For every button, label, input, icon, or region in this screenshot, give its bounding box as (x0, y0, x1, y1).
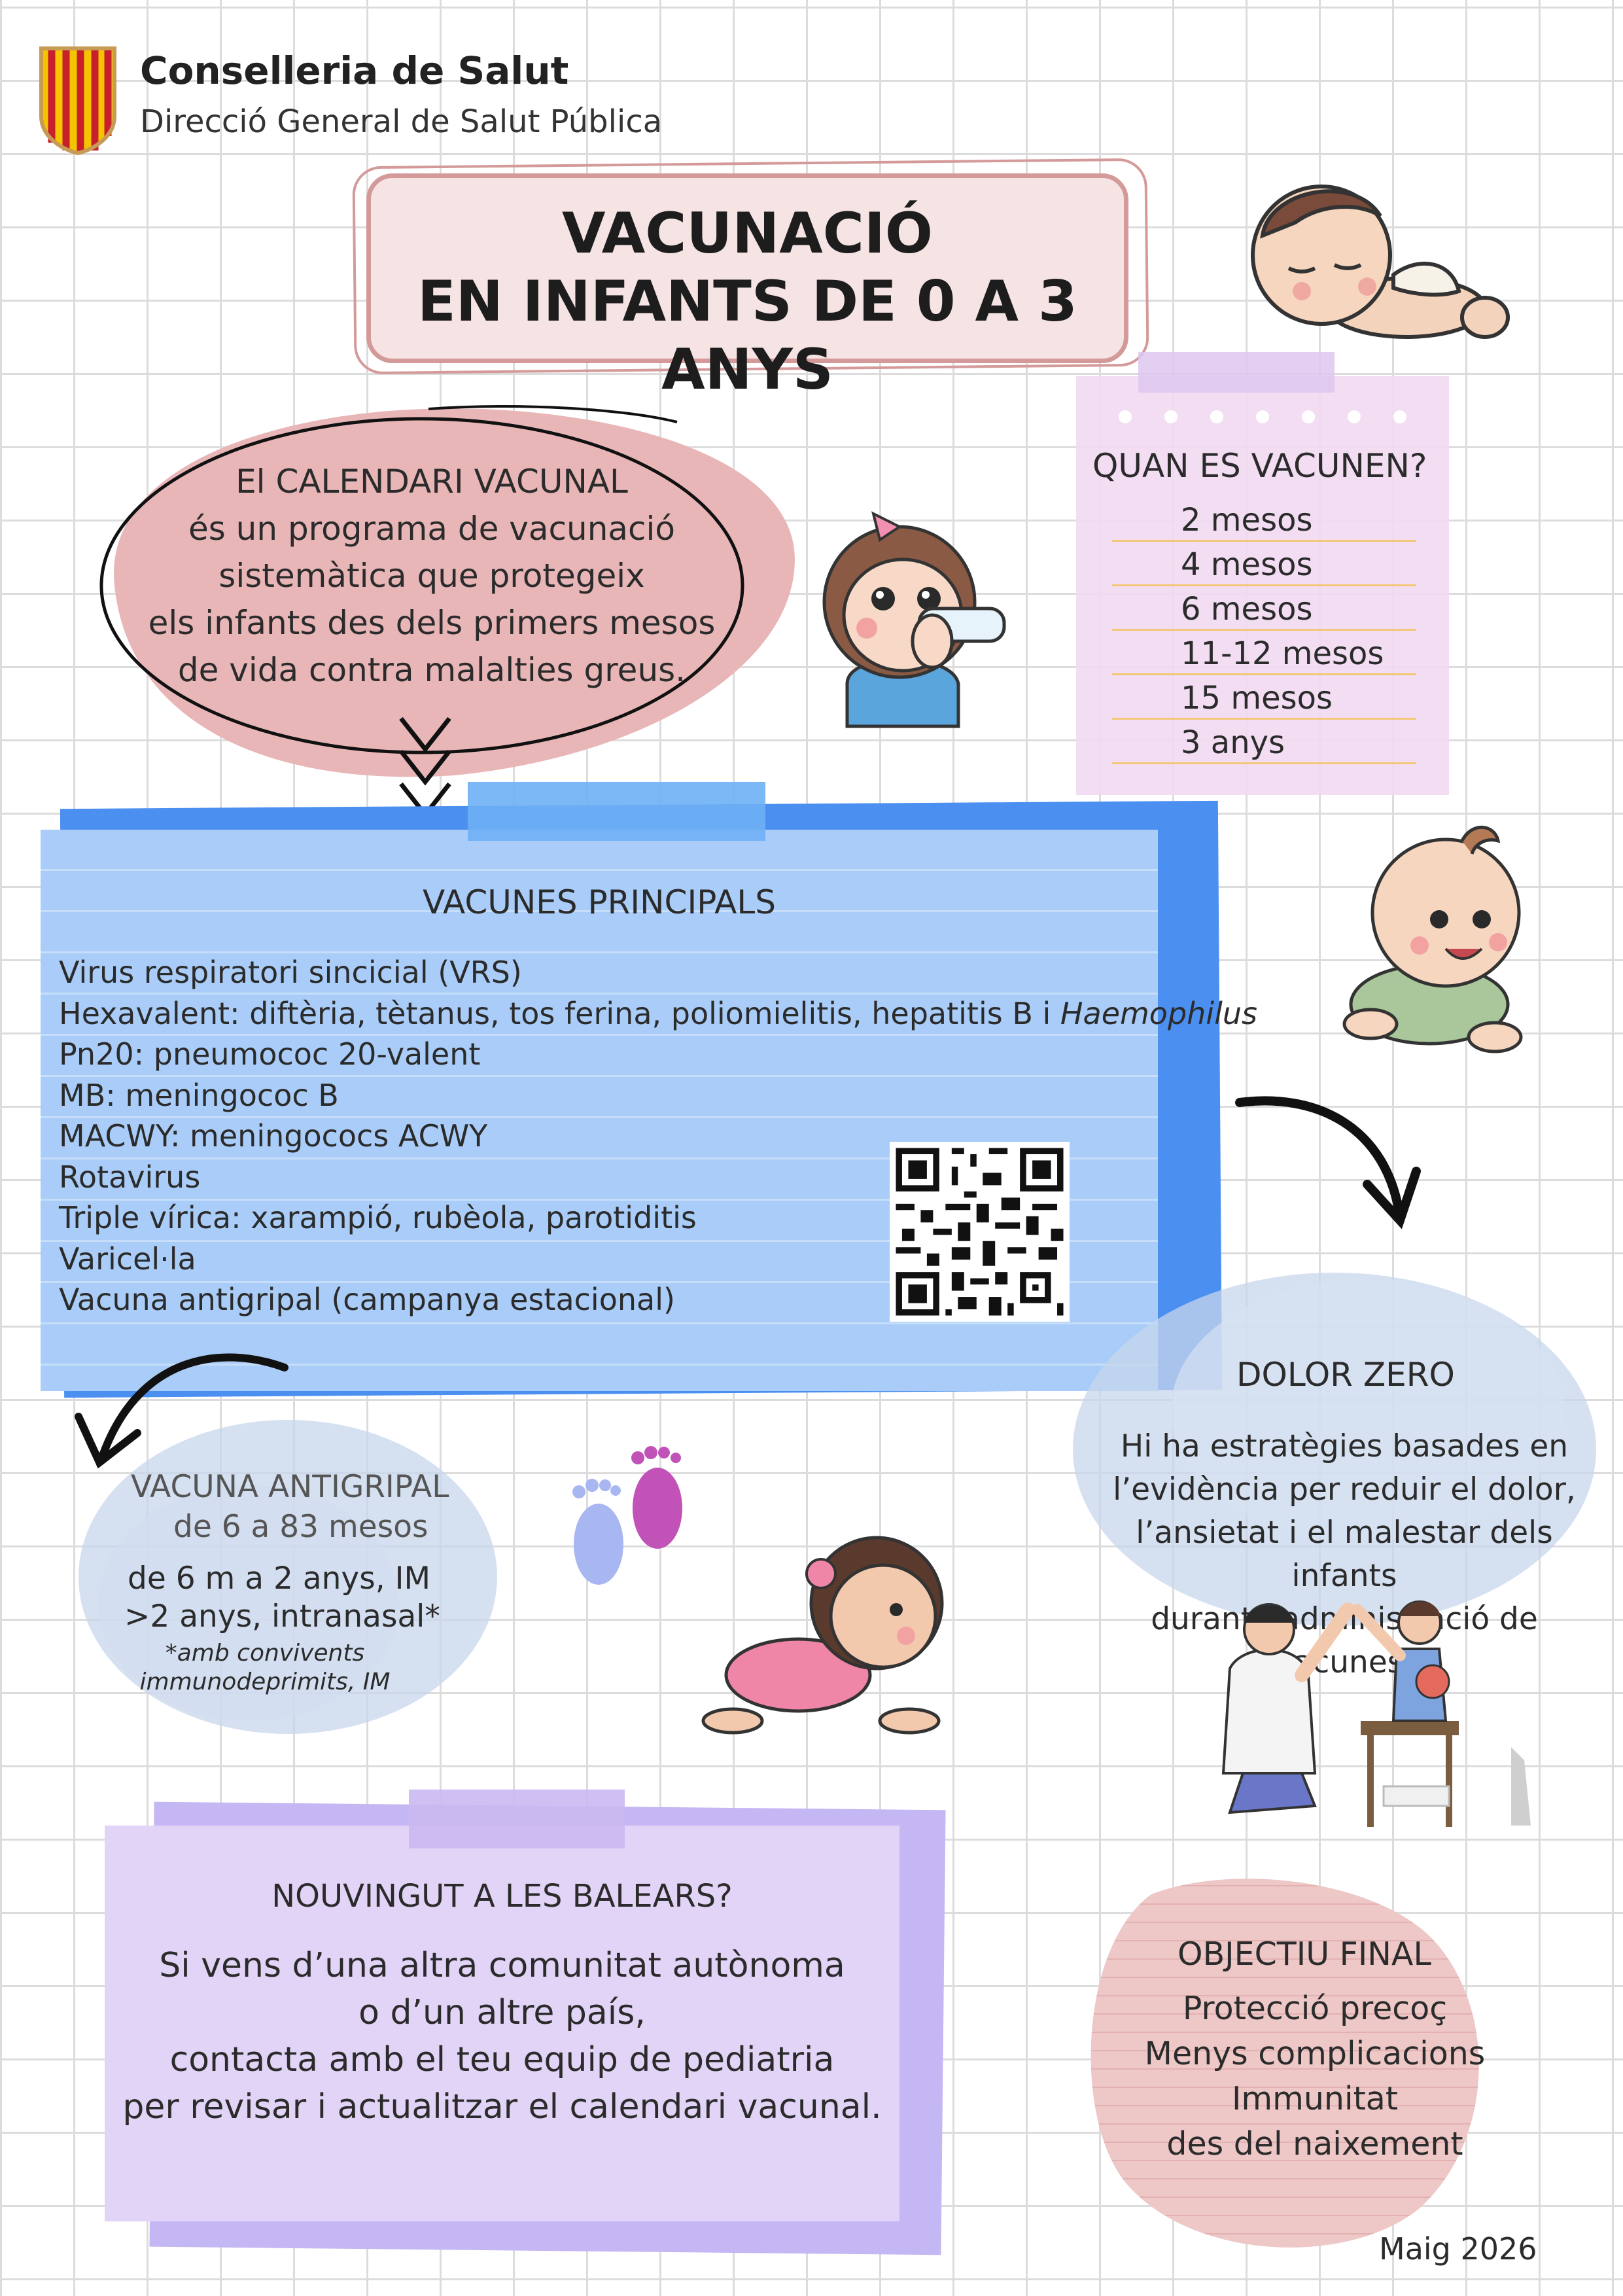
crawling-baby-boy-illustration (1342, 825, 1523, 1053)
goal-line: Protecció precoç (1182, 1990, 1448, 2027)
schedule-item-label: 4 mesos (1181, 546, 1313, 583)
flu-detail-intranasal: >2 anys, intranasal* (124, 1598, 440, 1634)
page-title: VACUNACIÓ EN INFANTS DE 0 A 3 ANYS (366, 200, 1128, 404)
newcomer-line: per revisar i actualitzar el calendari v… (122, 2087, 882, 2127)
intro-line: de vida contra malalties greus. (177, 651, 686, 689)
flu-note-line: *amb convivents (165, 1640, 365, 1667)
tape-strip (409, 1790, 625, 1848)
newcomer-line: o d’un altre país, (358, 1993, 646, 2032)
flu-detail-im: de 6 m a 2 anys, IM (128, 1561, 431, 1597)
newcomer-line: contacta amb el teu equip de pediatria (169, 2040, 835, 2079)
crawling-baby-girl-illustration (701, 1536, 944, 1735)
schedule-item: 15 mesos (1112, 675, 1416, 720)
schedule-item-label: 2 mesos (1181, 502, 1313, 539)
flu-note: *amb convivents immunodeprimits, IM (98, 1639, 432, 1697)
doctor-and-child-illustration (1221, 1600, 1531, 1827)
schedule-item: 4 mesos (1112, 542, 1416, 586)
intro-line: El CALENDARI VACUNAL (236, 463, 628, 501)
pain-line: l’ansietat i el malestar dels infants (1136, 1515, 1553, 1594)
org-name: Conselleria de Salut (140, 48, 569, 93)
vaccines-title: VACUNES PRINCIPALS (423, 883, 776, 921)
goal-paper-blob (1091, 1879, 1479, 2248)
vaccine-item: Triple vírica: xarampió, rubèola, paroti… (59, 1200, 697, 1235)
org-department: Direcció General de Salut Pública (140, 103, 663, 140)
vaccine-item: Virus respiratori sincicial (VRS) (59, 955, 522, 990)
intro-line: és un programa de vacunació (188, 510, 676, 548)
goal-line: Immunitat (1231, 2080, 1399, 2117)
vaccine-item: Varicel·la (59, 1241, 196, 1277)
schedule-item: 2 mesos (1112, 497, 1416, 542)
flu-note-line: immunodeprimits, IM (139, 1669, 391, 1695)
schedule-title: QUAN ES VACUNEN? (1092, 447, 1427, 485)
intro-line: sistemàtica que protegeix (218, 557, 645, 595)
title-line-2: EN INFANTS DE 0 A 3 ANYS (417, 269, 1077, 402)
goal-line: des del naixement (1166, 2125, 1463, 2163)
vaccines-list: Virus respiratori sincicial (VRS) Hexava… (59, 952, 1257, 1320)
goal-text: Protecció precoç Menys complicacions Imm… (1112, 1986, 1518, 2166)
punch-holes-decoration (1119, 410, 1406, 423)
vaccine-item-text: Hexavalent: diftèria, tètanus, tos ferin… (59, 995, 1060, 1031)
flu-subtitle: de 6 a 83 mesos (173, 1509, 428, 1545)
pain-title: DOLOR ZERO (1236, 1356, 1455, 1394)
title-box (366, 173, 1128, 363)
sleeping-baby-illustration (1251, 185, 1510, 339)
schedule-item-label: 3 anys (1181, 724, 1285, 761)
girl-drinking-bottle-illustration (822, 511, 1006, 728)
schedule-item-label: 6 mesos (1181, 591, 1313, 627)
vaccine-item: MB: meningococ B (59, 1077, 339, 1113)
pain-line: Hi ha estratègies basades en (1120, 1428, 1569, 1464)
curved-arrow-right-icon (1235, 1096, 1421, 1229)
vaccine-item: Rotavirus (59, 1159, 201, 1195)
newcomer-card (105, 1826, 899, 2221)
schedule-item: 11-12 mesos (1112, 631, 1416, 675)
schedule-item: 3 anys (1112, 720, 1416, 764)
newcomer-text: Si vens d’una altra comunitat autònoma o… (105, 1942, 899, 2130)
newcomer-title: NOUVINGUT A LES BALEARS? (271, 1878, 733, 1915)
flu-title: VACUNA ANTIGRIPAL (131, 1469, 449, 1505)
goal-title: OBJECTIU FINAL (1178, 1935, 1431, 1973)
title-line-1: VACUNACIÓ (562, 201, 933, 266)
pain-watercolor-blob (1073, 1273, 1596, 1626)
vaccine-item: Vacuna antigripal (campanya estacional) (59, 1282, 675, 1317)
tape-strip (1138, 352, 1335, 393)
vaccine-item-italic: Haemophilus (1060, 995, 1257, 1031)
publication-date: Maig 2026 (1379, 2231, 1537, 2267)
intro-text: El CALENDARI VACUNAL és un programa de v… (105, 458, 759, 694)
schedule-item-label: 15 mesos (1181, 680, 1333, 716)
schedule-item: 6 mesos (1112, 586, 1416, 631)
schedule-item-label: 11-12 mesos (1181, 635, 1384, 672)
vaccine-item: Hexavalent: diftèria, tètanus, tos ferin… (59, 993, 1257, 1034)
goal-line: Menys complicacions (1144, 2035, 1486, 2072)
vaccine-item: Pn20: pneumococ 20-valent (59, 1036, 481, 1072)
pain-line: l’evidència per reduir el dolor, (1113, 1472, 1576, 1508)
baby-footprints-icon (572, 1446, 682, 1585)
intro-line: els infants des dels primers mesos (148, 604, 716, 642)
curved-arrow-left-icon (75, 1353, 288, 1469)
flu-watercolor-blob (79, 1420, 497, 1734)
chevrons-down-icon (399, 716, 451, 819)
intro-blob (99, 405, 795, 777)
qr-code[interactable] (890, 1142, 1070, 1322)
vaccine-item: MACWY: meningococs ACWY (59, 1118, 488, 1154)
newcomer-line: Si vens d’una altra comunitat autònoma (159, 1946, 845, 1985)
balearic-shield-logo (39, 46, 116, 156)
tape-strip (468, 782, 765, 841)
